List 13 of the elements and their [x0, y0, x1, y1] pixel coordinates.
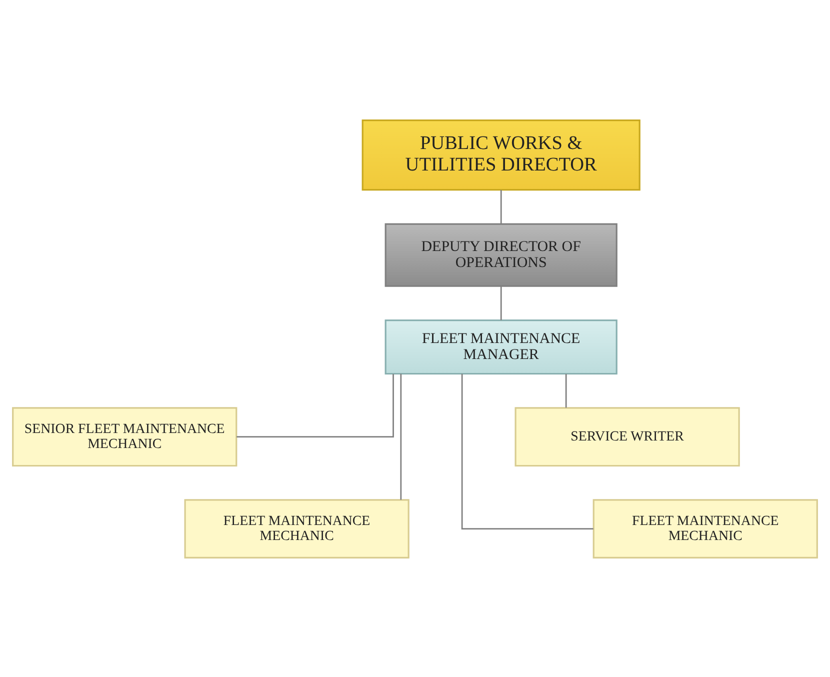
node-box: FLEET MAINTENANCE MECHANIC	[592, 498, 818, 558]
node-box: PUBLIC WORKS & UTILITIES DIRECTOR	[362, 118, 640, 190]
connector	[461, 373, 594, 530]
node-box: FLEET MAINTENANCE MECHANIC	[184, 498, 410, 558]
connector	[400, 373, 402, 500]
connector	[500, 190, 502, 224]
connector	[236, 373, 394, 438]
node-box: FLEET MAINTENANCE MANAGER	[384, 318, 618, 374]
node-box: SERVICE WRITER	[514, 406, 740, 466]
connector	[500, 286, 502, 320]
node-box: DEPUTY DIRECTOR OF OPERATIONS	[384, 222, 618, 286]
connector	[565, 373, 567, 408]
node-box: SENIOR FLEET MAINTENANCE MECHANIC	[12, 406, 238, 466]
